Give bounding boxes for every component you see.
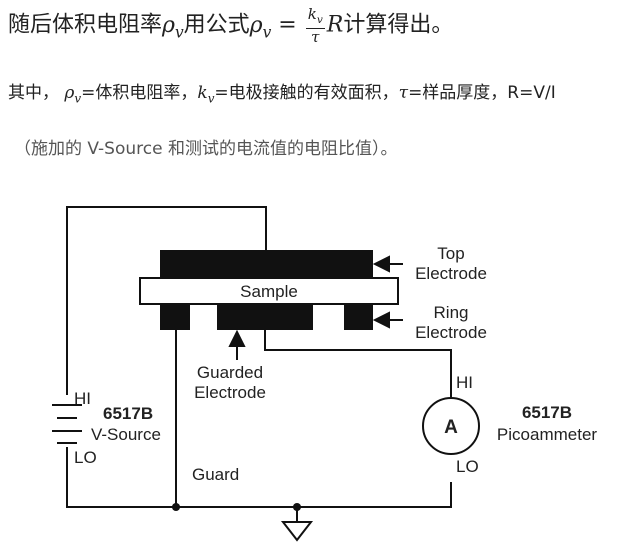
definitions-line: 其中， ρv=体积电阻率，kv=电极接触的有效面积，τ=样品厚度，R=V/I: [8, 83, 556, 106]
ammeter-circle: [422, 397, 480, 455]
ring-electrode-label-1: Ring: [434, 303, 469, 322]
top-electrode-label-1: Top: [437, 244, 464, 263]
meter-hi-label: HI: [456, 373, 473, 392]
top-electrode-label-2: Electrode: [415, 264, 487, 283]
rho-symbol-2: ρv: [249, 12, 272, 41]
formula-suffix: 计算得出。: [343, 12, 454, 38]
ring-electrode-right: [344, 304, 373, 330]
ammeter-symbol: A: [444, 417, 458, 438]
meter-model-label: 6517B: [522, 403, 572, 422]
note-line: （施加的 V-Source 和测试的电流值的电阻比值）。: [14, 139, 398, 159]
guarded-electrode-label-1: Guarded: [197, 363, 263, 382]
bottom-wire: [66, 447, 452, 508]
source-hi-label: HI: [74, 389, 91, 408]
formula-mid: 用公式: [183, 12, 250, 38]
sample-label: Sample: [240, 282, 298, 301]
source-lo-label: LO: [74, 448, 97, 467]
circuit-diagram: Sample Top Electrode Ring Electrode Guar…: [52, 206, 597, 542]
source-name-label: V-Source: [91, 425, 161, 444]
guard-label: Guard: [192, 465, 239, 484]
equals-sign: =: [271, 12, 304, 38]
meter-lo-label: LO: [456, 457, 479, 476]
guarded-electrode-label-2: Electrode: [194, 383, 266, 402]
source-top-wire: [66, 206, 267, 395]
top-electrode: [160, 250, 373, 278]
guarded-electrode: [217, 304, 313, 330]
ring-electrode-label-2: Electrode: [415, 323, 487, 342]
meter-top-wire: [264, 330, 452, 400]
meter-name-label: Picoammeter: [497, 425, 597, 444]
rho-symbol: ρv: [162, 12, 184, 41]
source-model-label: 6517B: [103, 404, 153, 423]
r-symbol: R: [326, 12, 344, 38]
formula-prefix: 随后体积电阻率: [8, 12, 163, 38]
ring-electrode-left: [160, 304, 190, 330]
sample-block: [139, 277, 399, 305]
